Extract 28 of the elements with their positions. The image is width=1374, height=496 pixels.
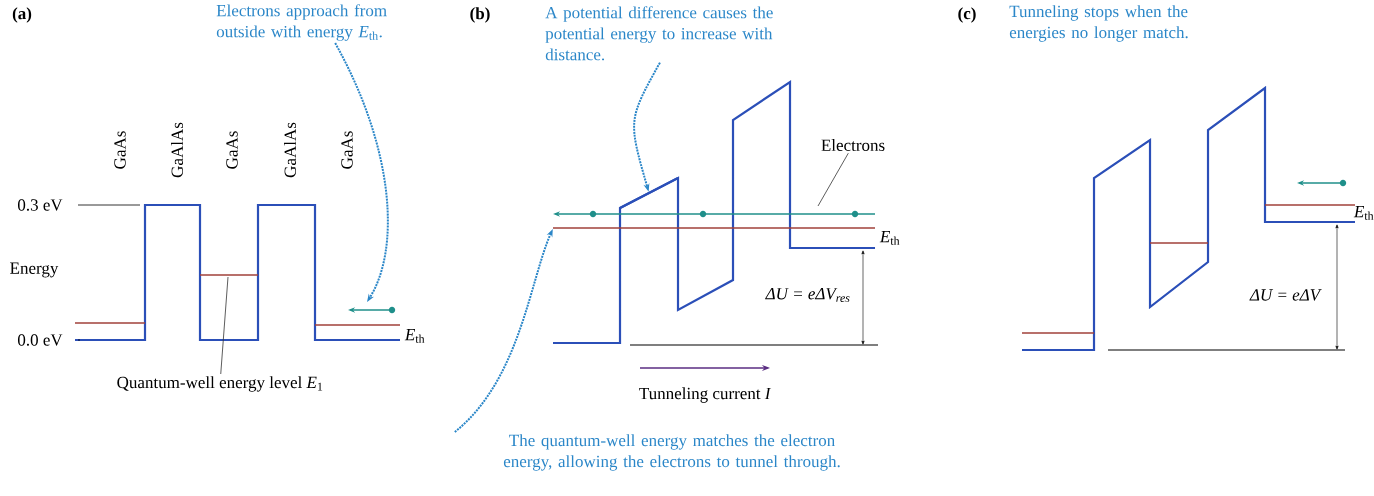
current-label: Tunneling current I	[639, 387, 772, 403]
energy-level-line	[553, 227, 875, 229]
equation-label: ΔU = eΔV	[1249, 289, 1322, 301]
energy-label: E$_{th}$	[1353, 206, 1374, 220]
axis-label: 0.3 eV	[18, 199, 63, 211]
annotation-text: Electrons	[821, 139, 885, 151]
layer-label: GaAs	[341, 131, 353, 169]
panel-label: (a)	[12, 7, 32, 23]
layer-label: GaAlAs	[171, 122, 183, 178]
layer-label: GaAs	[226, 131, 238, 169]
equation-label: ΔU = eΔV$_{res}$	[765, 288, 850, 302]
annotation-text: Electrons approach from outside with energy E$_{th}$.	[216, 4, 387, 41]
annotation-text: The quantum-well energy matches the electron energy, allowing the electrons to tunnel through.	[503, 434, 840, 471]
annotation-text: A potential difference causes the potential energy to increase with distance.	[545, 6, 773, 61]
axis-label: Energy	[10, 262, 59, 278]
leader-line	[817, 152, 849, 207]
layer-label: GaAs	[114, 131, 126, 169]
panel-label: (b)	[470, 7, 490, 23]
leader-line	[220, 276, 229, 375]
energy-label: E$_{th}$	[404, 329, 425, 343]
dotted-arrow	[334, 42, 389, 302]
panel-label: (c)	[958, 7, 976, 23]
axis-label: 0.0 eV	[18, 334, 63, 346]
layer-label: GaAlAs	[284, 122, 296, 178]
energy-label: E$_{th}$	[879, 231, 900, 245]
annotation-text: Tunneling stops when the energies no longer match.	[1009, 5, 1188, 42]
annotation-text: Quantum-well energy level E$_{1}$	[117, 376, 323, 392]
barrier-slope-line	[619, 177, 679, 209]
